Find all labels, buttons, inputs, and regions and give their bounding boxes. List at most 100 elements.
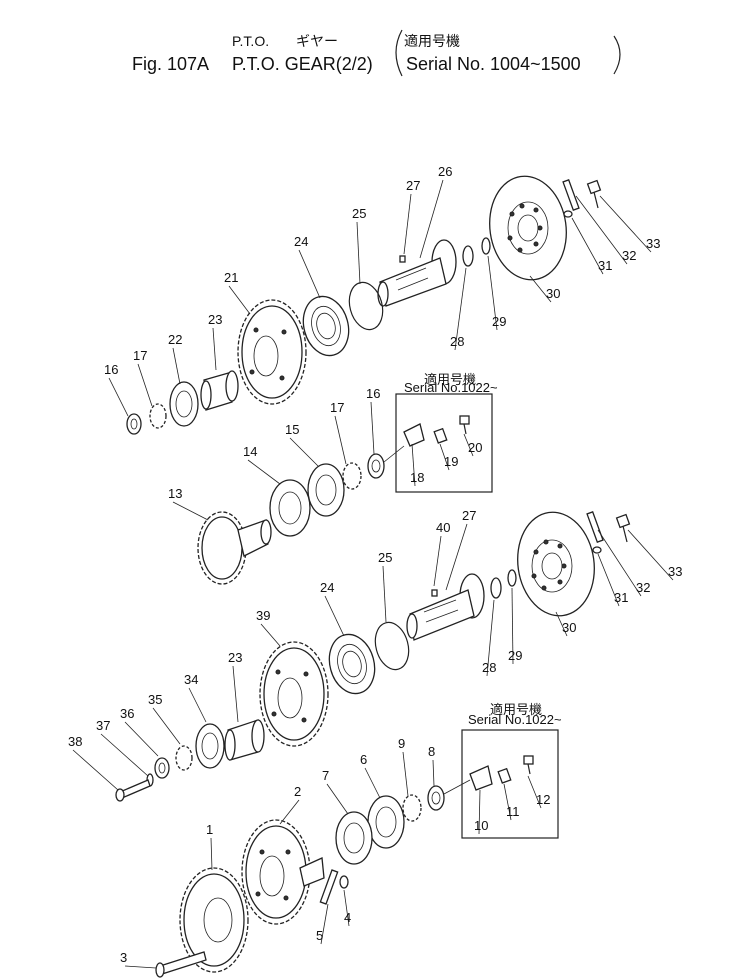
part-1-gear — [179, 867, 249, 973]
callout-24: 24 — [320, 580, 334, 595]
part-24-bearing-lower — [328, 633, 376, 695]
leader-line-17 — [334, 415, 347, 465]
part-7-bearing — [335, 811, 373, 865]
leader-line-14 — [247, 459, 281, 485]
leader-line-40 — [433, 535, 442, 587]
leader-line-26 — [419, 179, 444, 259]
callout-31: 31 — [614, 590, 628, 605]
leader-line-19 — [439, 443, 450, 471]
leader-line-24 — [324, 595, 345, 637]
leader-line-29 — [511, 587, 514, 665]
callout-33: 33 — [646, 236, 660, 251]
callout-17: 17 — [133, 348, 147, 363]
leader-line-7 — [326, 783, 349, 815]
callout-29: 29 — [508, 648, 522, 663]
callout-24: 24 — [294, 234, 308, 249]
leader-line-36 — [124, 721, 159, 757]
part-13-gear-shaft — [197, 511, 272, 585]
callout-7: 7 — [322, 768, 329, 783]
part-6-bearing — [367, 795, 405, 849]
callout-9: 9 — [398, 736, 405, 751]
callout-14: 14 — [243, 444, 257, 459]
callout-15: 15 — [285, 422, 299, 437]
leader-line-1 — [210, 837, 213, 871]
part-17-lockwasher-upper — [149, 403, 167, 429]
callout-17: 17 — [330, 400, 344, 415]
leader-line-30 — [529, 275, 552, 303]
leader-line-20 — [463, 433, 474, 457]
leader-line-27 — [403, 193, 412, 255]
callout-34: 34 — [184, 672, 198, 687]
part-16-nut-upper — [126, 413, 142, 435]
part-9-lockwasher — [402, 794, 422, 822]
callout-2: 2 — [294, 784, 301, 799]
box2-serial: Serial No.1022~ — [468, 712, 562, 727]
callout-38: 38 — [68, 734, 82, 749]
leader-line-38 — [72, 749, 119, 791]
part-38-bolt — [115, 779, 151, 802]
leader-line-4 — [343, 889, 350, 927]
box2-note-jp: 適用号機 — [490, 702, 542, 717]
part-5-pin — [319, 869, 339, 905]
part-15-bearing-middle — [307, 463, 345, 517]
leader-line-13 — [172, 501, 209, 521]
leader-line-8 — [432, 759, 435, 787]
leader-line-21 — [228, 285, 251, 315]
part-23-collar-lower — [224, 719, 265, 761]
leader-line-10 — [478, 789, 481, 835]
title-serial-range: Serial No. 1004~1500 — [406, 54, 581, 74]
callout-23: 23 — [228, 650, 242, 665]
callout-1: 1 — [206, 822, 213, 837]
part-25-snapring-lower — [374, 621, 410, 671]
part-30-disc-lower — [517, 511, 595, 617]
leader-line-17 — [137, 363, 153, 407]
callout-10: 10 — [474, 818, 488, 833]
callout-31: 31 — [598, 258, 612, 273]
title-fig-number: Fig. 107A — [132, 54, 209, 74]
part-22-bearing-upper — [169, 381, 199, 427]
leader-line-29 — [487, 255, 498, 331]
callout-30: 30 — [562, 620, 576, 635]
part-32-plate-lower — [586, 511, 604, 543]
part-28-oring-lower — [490, 577, 502, 599]
callout-32: 32 — [636, 580, 650, 595]
callout-33: 33 — [668, 564, 682, 579]
part-23-collar-upper — [200, 370, 239, 411]
title-line1-left: P.T.O. — [232, 33, 269, 49]
part-27-shaft-lower — [406, 573, 485, 641]
part-4-nut — [339, 875, 349, 889]
diagram-title: P.T.O. ギヤー 適用号機 Fig. 107A P.T.O. GEAR(2/… — [132, 29, 621, 77]
leader-line-31 — [571, 217, 604, 275]
leader-line-11 — [503, 783, 512, 821]
callout-16: 16 — [366, 386, 380, 401]
part-29-ring-lower — [507, 569, 517, 587]
part-34-bearing-lower — [195, 723, 225, 769]
callout-27: 27 — [406, 178, 420, 193]
leader-line-23 — [232, 665, 239, 723]
part-3-bolt — [155, 951, 207, 978]
callout-19: 19 — [444, 454, 458, 469]
serial-box-upper: 適用号機 Serial No.1022~ — [395, 372, 498, 493]
leader-line-12 — [527, 775, 542, 809]
part-21-gear-upper — [237, 299, 307, 405]
leader-line-33 — [599, 195, 652, 253]
part-30-disc-upper — [489, 175, 567, 281]
callout-40: 40 — [436, 520, 450, 535]
leader-line-24 — [298, 249, 321, 299]
callout-39: 39 — [256, 608, 270, 623]
callout-20: 20 — [468, 440, 482, 455]
part-16-nut-middle — [367, 453, 385, 479]
leader-line-22 — [172, 347, 181, 385]
box1-serial: Serial No.1022~ — [404, 380, 498, 395]
leader-line-23 — [212, 327, 217, 371]
leader-line-6 — [364, 767, 381, 799]
callout-5: 5 — [316, 928, 323, 943]
callout-3: 3 — [120, 950, 127, 965]
leader-line-2 — [279, 799, 300, 825]
callout-6: 6 — [360, 752, 367, 767]
callout-25: 25 — [352, 206, 366, 221]
part-17-lockwasher-middle — [342, 462, 362, 490]
callout-36: 36 — [120, 706, 134, 721]
title-open-paren — [395, 29, 403, 77]
